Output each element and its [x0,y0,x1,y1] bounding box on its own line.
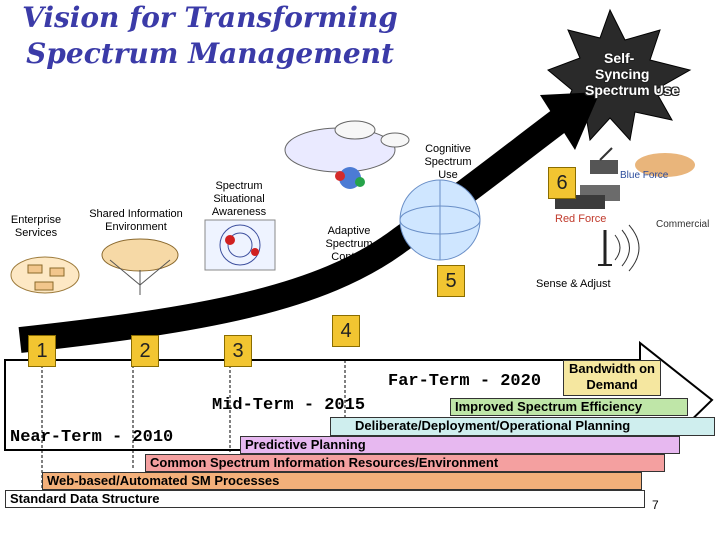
label-situational-awareness: Spectrum Situational Awareness [211,180,267,218]
situational-awareness-graphic [204,219,276,271]
bar-predictive-planning: Predictive Planning [240,436,680,454]
page-title: Vision for Transforming Spectrum Managem… [0,0,420,72]
cognitive-network-graphic [284,120,410,189]
label-red-force: Red Force [555,213,607,225]
burst-line-3: Spectrum Use [585,82,680,98]
bandwidth-on-demand-box: Bandwidth on Demand [563,360,661,396]
milestone-6-badge: 6 [548,167,576,199]
bar-standard-data: Standard Data Structure [5,490,645,508]
bar-common-info: Common Spectrum Information Resources/En… [145,454,665,472]
bar-deliberate-planning: Deliberate/Deployment/Operational Planni… [330,417,715,436]
growth-arrow [18,109,568,353]
milestone-3-badge: 3 [224,335,252,367]
label-shared-information: Shared Information Environment [89,208,183,233]
burst-line-1: Self- [604,50,635,66]
milestone-1-badge: 1 [28,335,56,367]
label-cognitive-spectrum: Cognitive Spectrum Use [424,143,472,181]
milestone-5-badge: 5 [437,265,465,297]
milestone-4-badge: 4 [332,315,360,347]
shared-information-graphic [101,238,179,295]
near-term-label: Near-Term - 2010 [10,428,174,447]
far-term-label: Far-Term - 2020 [388,372,542,391]
growth-arrowhead [540,92,600,150]
title-line-2: Spectrum Management [26,37,394,70]
commercial-antenna-graphic [598,224,640,272]
label-blue-force: Blue Force [620,170,669,181]
mid-term-label: Mid-Term - 2015 [212,396,366,415]
adaptive-globe-graphic [399,179,481,261]
bar-web-processes: Web-based/Automated SM Processes [42,472,642,490]
label-commercial: Commercial [656,219,710,230]
burst-line-2: Syncing [595,66,650,82]
label-adaptive-spectrum: Adaptive Spectrum Control [325,225,373,263]
bar-improved-efficiency: Improved Spectrum Efficiency [450,398,688,416]
page-number: 7 [652,498,659,512]
label-enterprise-services: Enterprise Services [10,214,62,239]
title-line-1: Vision for Transforming [22,1,398,34]
label-sense-adjust: Sense & Adjust [536,278,611,290]
milestone-2-badge: 2 [131,335,159,367]
